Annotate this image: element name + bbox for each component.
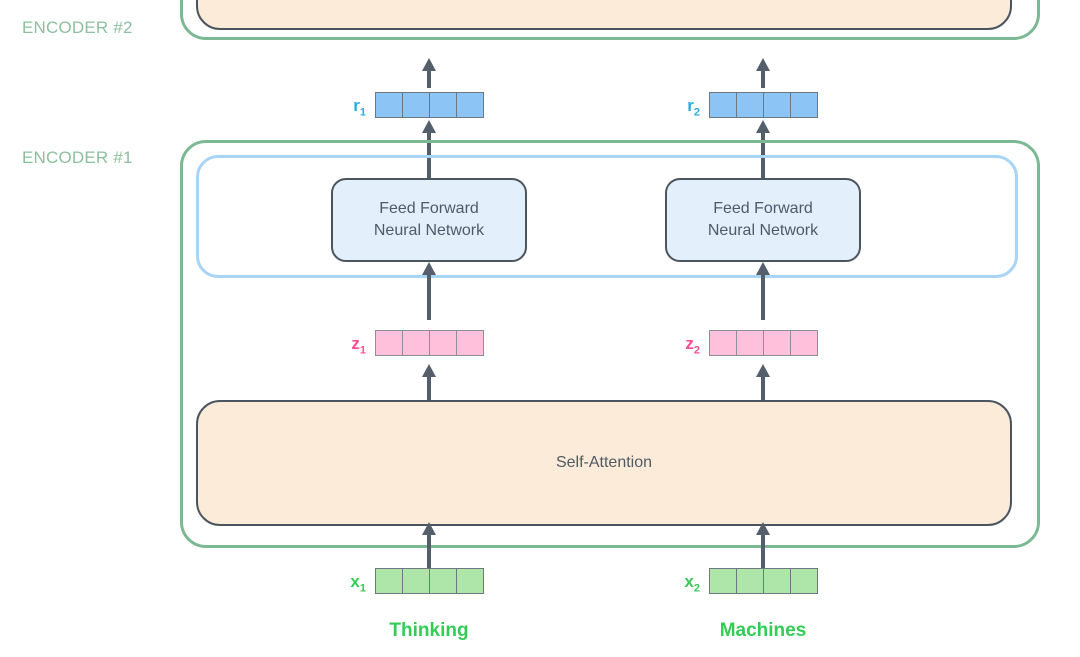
- arrow-head-icon: [756, 262, 770, 275]
- arrow-head-icon: [422, 522, 436, 535]
- vector-subscript: 1: [359, 582, 366, 595]
- feed-forward-label-line1: Feed Forward: [379, 199, 479, 217]
- input-word-2: Machines: [719, 620, 807, 641]
- feed-forward-box-1: Feed Forward Neural Network: [331, 178, 527, 262]
- vector-cell: [790, 568, 818, 594]
- vector-cell: [375, 330, 403, 356]
- vector-cell: [456, 92, 484, 118]
- arrow-z2-to-ffnn2: [752, 262, 774, 320]
- arrow-head-icon: [422, 58, 436, 71]
- vector-cell: [402, 568, 430, 594]
- vector-z1: [375, 330, 484, 356]
- arrow-shaft: [427, 69, 431, 88]
- vector-cell: [709, 92, 737, 118]
- encoder-1-container: [180, 140, 1040, 548]
- arrow-shaft: [761, 533, 765, 568]
- vector-label-x2: x2: [684, 572, 700, 595]
- vector-cell: [429, 568, 457, 594]
- arrow-shaft: [761, 69, 765, 88]
- vector-r2: [709, 92, 818, 118]
- arrow-z1-to-ffnn1: [418, 262, 440, 320]
- vector-label-r2: r2: [687, 96, 700, 119]
- vector-cell: [402, 92, 430, 118]
- arrow-head-icon: [422, 120, 436, 133]
- vector-cell: [790, 330, 818, 356]
- arrow-head-icon: [756, 522, 770, 535]
- vector-x1: [375, 568, 484, 594]
- vector-label-z2: z2: [685, 334, 700, 357]
- vector-r1: [375, 92, 484, 118]
- arrow-selfattention-to-z1: [418, 364, 440, 408]
- vector-subscript: 1: [359, 344, 366, 357]
- input-word-1: Thinking: [389, 620, 469, 641]
- vector-subscript: 2: [693, 344, 700, 357]
- arrow-shaft: [427, 273, 431, 320]
- vector-cell: [456, 330, 484, 356]
- vector-label-r1: r1: [353, 96, 366, 119]
- feed-forward-label-line2: Neural Network: [373, 222, 485, 239]
- vector-subscript: 2: [693, 582, 700, 595]
- vector-cell: [736, 92, 764, 118]
- arrow-head-icon: [756, 58, 770, 71]
- encoder-2-label: ENCODER #2: [22, 18, 133, 37]
- vector-subscript: 2: [693, 106, 700, 119]
- vector-cell: [763, 568, 791, 594]
- feed-forward-sublayer-container: [196, 155, 1018, 278]
- arrow-shaft: [761, 375, 765, 408]
- vector-cell: [429, 330, 457, 356]
- vector-cell: [790, 92, 818, 118]
- encoder-2-self-attention-box: [196, 0, 1012, 30]
- vector-label-z1: z1: [351, 334, 366, 357]
- vector-cell: [456, 568, 484, 594]
- arrow-shaft: [427, 533, 431, 568]
- vector-cell: [402, 330, 430, 356]
- arrow-r1-to-encoder2: [418, 58, 440, 88]
- self-attention-label: Self-Attention: [555, 454, 653, 471]
- arrow-shaft: [427, 375, 431, 408]
- vector-cell: [375, 92, 403, 118]
- vector-cell: [736, 330, 764, 356]
- arrow-head-icon: [422, 262, 436, 275]
- arrow-head-icon: [756, 120, 770, 133]
- vector-cell: [709, 568, 737, 594]
- arrow-x1-to-selfattention: [418, 522, 440, 568]
- vector-cell: [709, 330, 737, 356]
- vector-label-x1: x1: [350, 572, 366, 595]
- vector-subscript: 1: [359, 106, 366, 119]
- vector-cell: [736, 568, 764, 594]
- encoder-1-label: ENCODER #1: [22, 148, 133, 167]
- vector-cell: [763, 330, 791, 356]
- arrow-selfattention-to-z2: [752, 364, 774, 408]
- arrow-r2-to-encoder2: [752, 58, 774, 88]
- vector-cell: [429, 92, 457, 118]
- vector-z2: [709, 330, 818, 356]
- encoder-2-container: [180, 0, 1040, 40]
- vector-x2: [709, 568, 818, 594]
- vector-cell: [375, 568, 403, 594]
- feed-forward-label-line2: Neural Network: [707, 222, 819, 239]
- arrow-head-icon: [756, 364, 770, 377]
- vector-cell: [763, 92, 791, 118]
- arrow-x2-to-selfattention: [752, 522, 774, 568]
- self-attention-box: Self-Attention: [196, 400, 1012, 526]
- feed-forward-box-2: Feed Forward Neural Network: [665, 178, 861, 262]
- feed-forward-label-line1: Feed Forward: [713, 199, 813, 217]
- arrow-head-icon: [422, 364, 436, 377]
- arrow-shaft: [761, 273, 765, 320]
